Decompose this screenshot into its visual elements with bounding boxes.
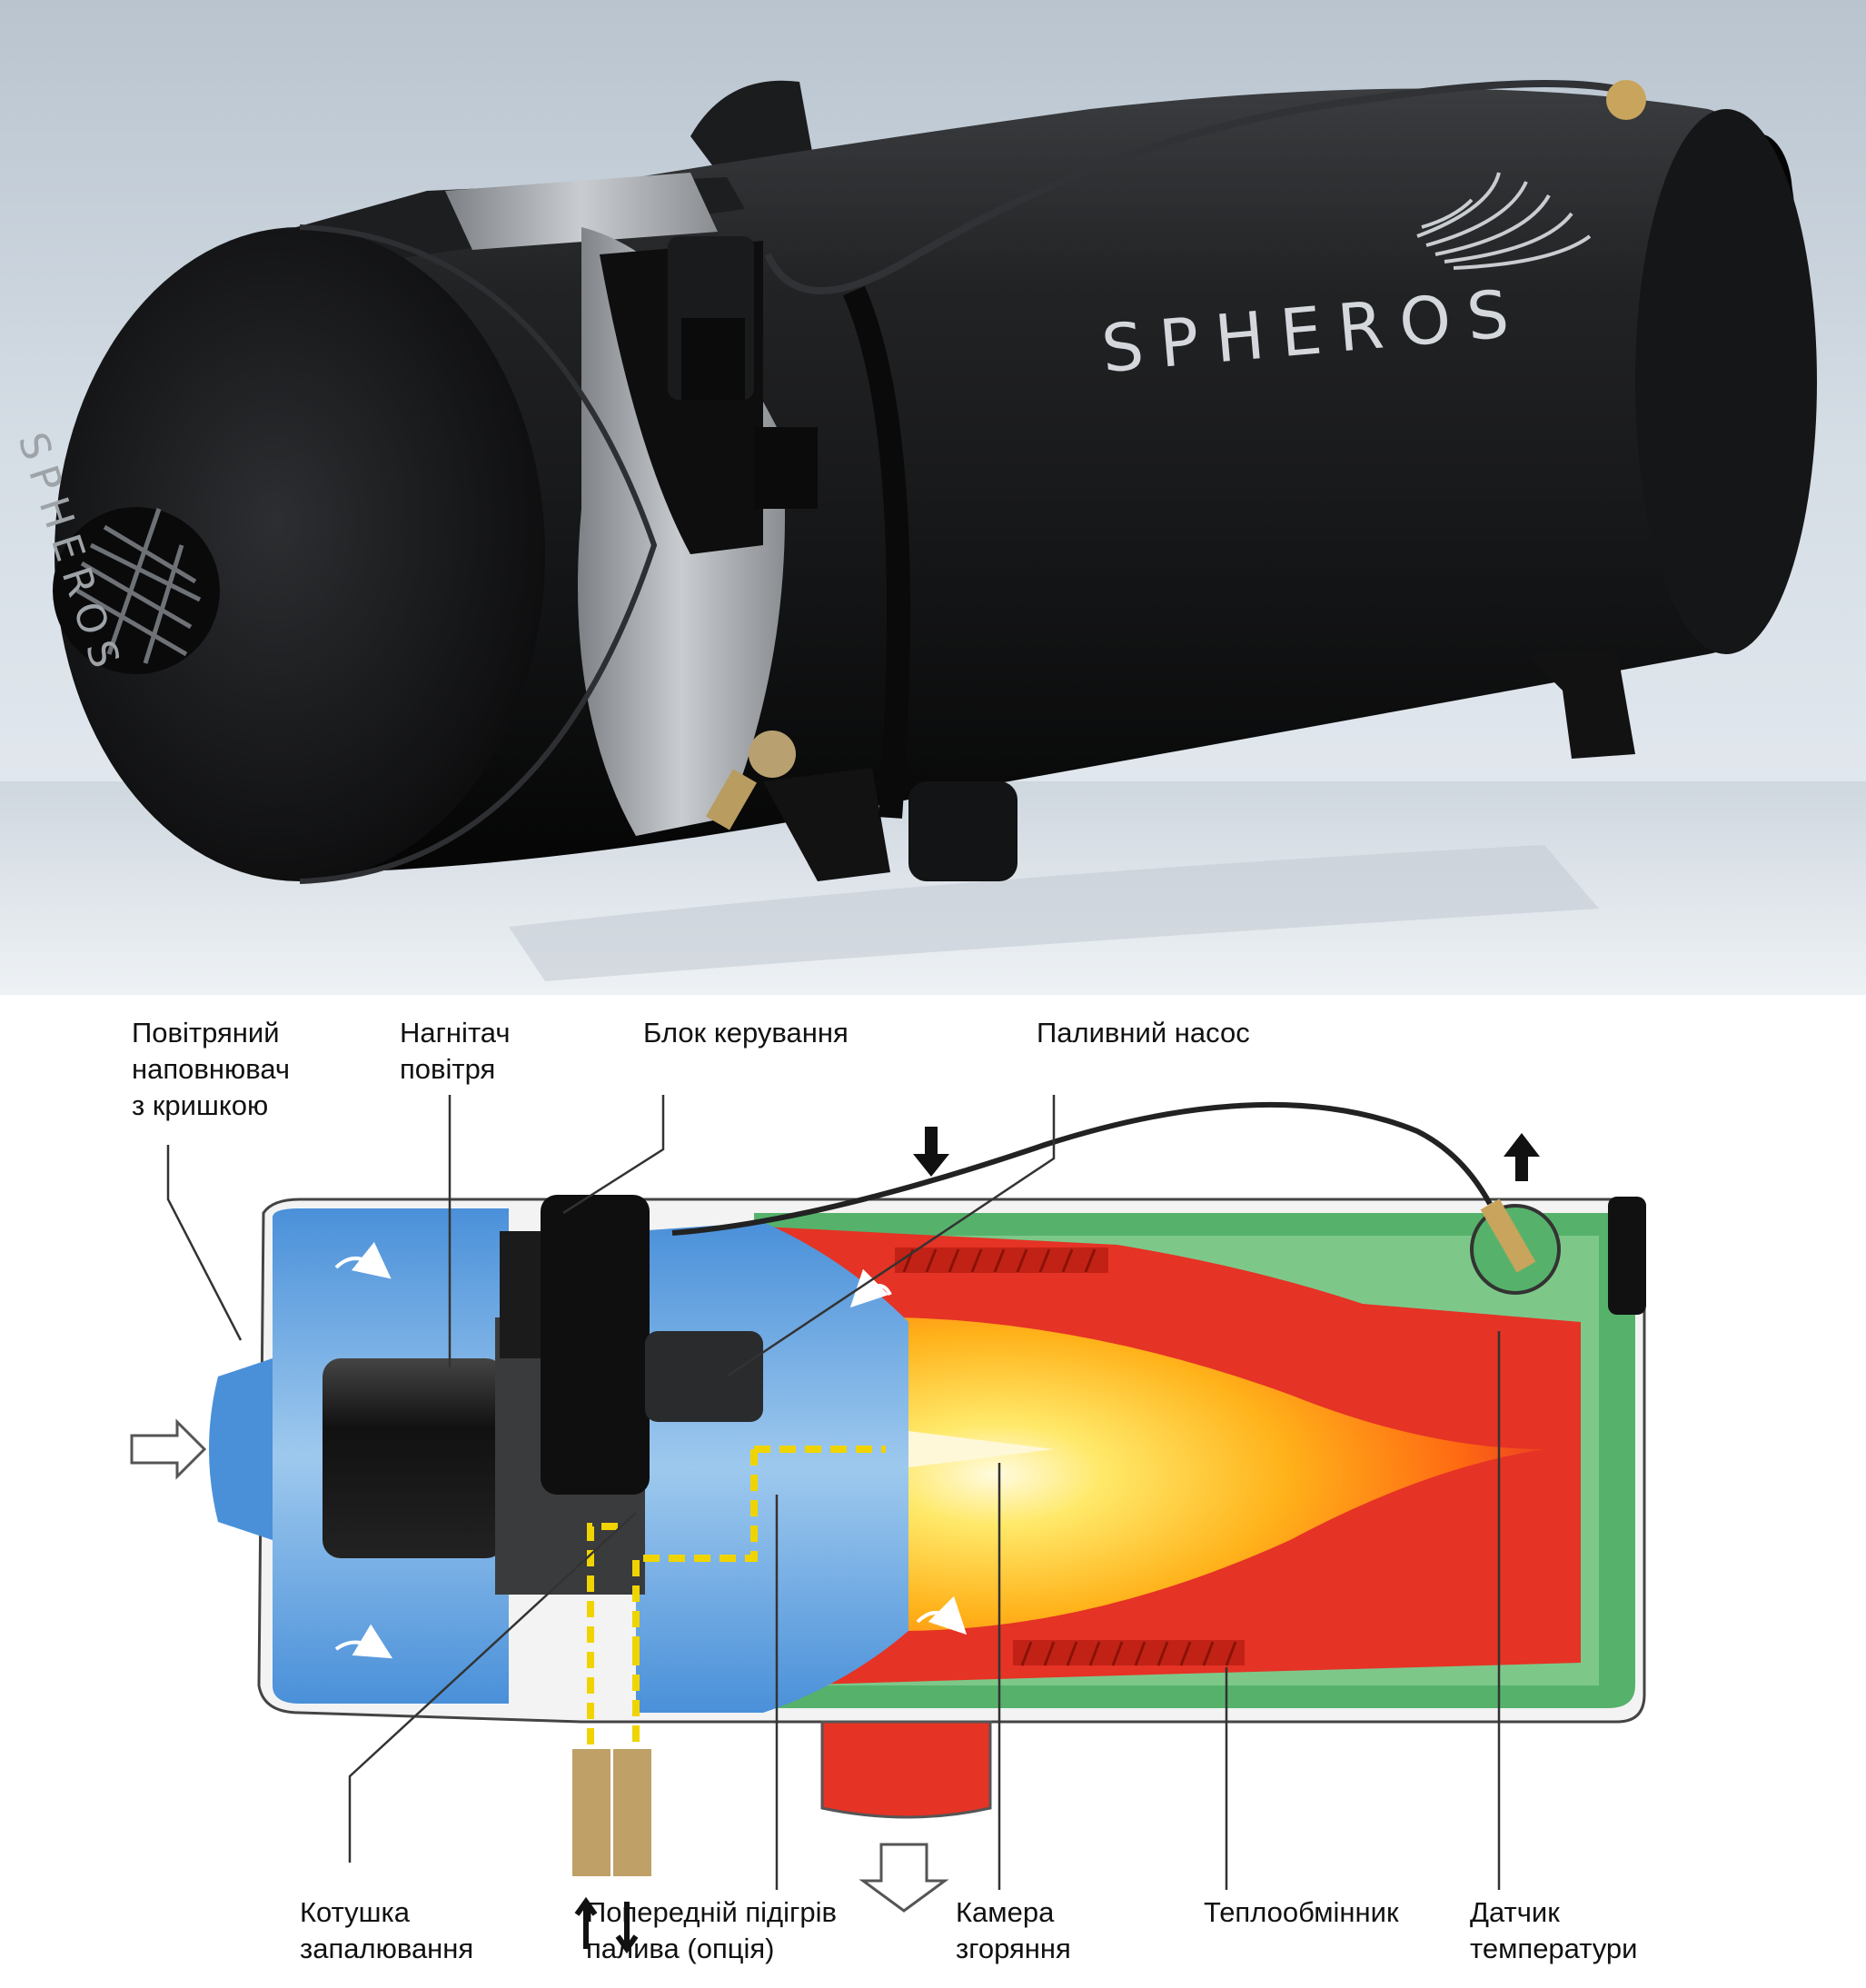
- fin-lines-bottom: [1020, 1641, 1237, 1666]
- bracket-right: [1526, 650, 1635, 759]
- coolant-out-arrow-icon: [1504, 1133, 1540, 1181]
- label-combustion-chamber: Камера згоряння: [956, 1896, 1071, 1964]
- right-end-plate: [1635, 109, 1817, 654]
- label-control-unit: Блок керування: [643, 1017, 849, 1049]
- leader-lines: [166, 1095, 1501, 1890]
- temp-sensor-probe: [1480, 1198, 1536, 1273]
- product-photo: SPHEROS SPHEROS: [0, 0, 1866, 995]
- air-flow-arrows: [334, 1241, 968, 1659]
- coolant-outlet-pipe: [1608, 1197, 1646, 1315]
- label-fuel-pump: Паливний насос: [1037, 1017, 1250, 1049]
- fuel-pipe-in: [572, 1749, 610, 1876]
- blower-motor: [323, 1358, 504, 1558]
- fuel-down-arrow-icon: [615, 1902, 639, 1954]
- label-blower: Нагнітач повітря: [400, 1017, 511, 1085]
- exhaust-outlet: [820, 1720, 992, 1819]
- sensor-cable: [671, 1101, 1493, 1236]
- exhaust-arrow-icon: [859, 1843, 949, 1913]
- control-unit-connector: [541, 1195, 650, 1495]
- bracket-left: [763, 768, 890, 881]
- coolant-in-arrow-icon: [913, 1127, 949, 1177]
- cutaway-diagram: Повітряний наповнювач з кришкою Нагнітач…: [0, 995, 1866, 1988]
- left-cap: [55, 227, 545, 881]
- air-in-arrow-icon: [130, 1418, 207, 1480]
- label-air-intake: Повітряний наповнювач з кришкою: [132, 1017, 291, 1121]
- temp-sensor-fitting: [1606, 80, 1646, 120]
- label-heat-exchanger: Теплообмінник: [1204, 1896, 1399, 1928]
- fuel-pipe-out: [613, 1749, 651, 1876]
- exhaust-pipe: [908, 781, 1017, 881]
- fuel-fitting: [749, 731, 796, 778]
- label-temp-sensor: Датчик температури: [1470, 1896, 1638, 1964]
- metal-band: [445, 173, 718, 250]
- cutaway-illustration: [130, 1095, 1646, 1954]
- air-inlet: [209, 1358, 273, 1540]
- sensor-cable: [764, 80, 1627, 294]
- combustion-air-path: [636, 1222, 908, 1713]
- label-ignition-coil: Котушка запалювання: [300, 1896, 474, 1964]
- clamp-band: [843, 285, 910, 819]
- fuel-pump-body: [645, 1331, 763, 1422]
- fuel-lines: [587, 1446, 886, 1767]
- flame-core: [908, 1431, 1054, 1467]
- grill-lines: [75, 508, 202, 664]
- label-fuel-preheat: Попередній підігрів палива (опція): [586, 1896, 837, 1964]
- flame: [899, 1317, 1544, 1631]
- spheros-logo-icon: [1416, 172, 1592, 270]
- heater-illustration: [0, 80, 1866, 995]
- fuel-up-arrow-icon: [574, 1896, 598, 1949]
- fin-lines-top: [902, 1248, 1097, 1273]
